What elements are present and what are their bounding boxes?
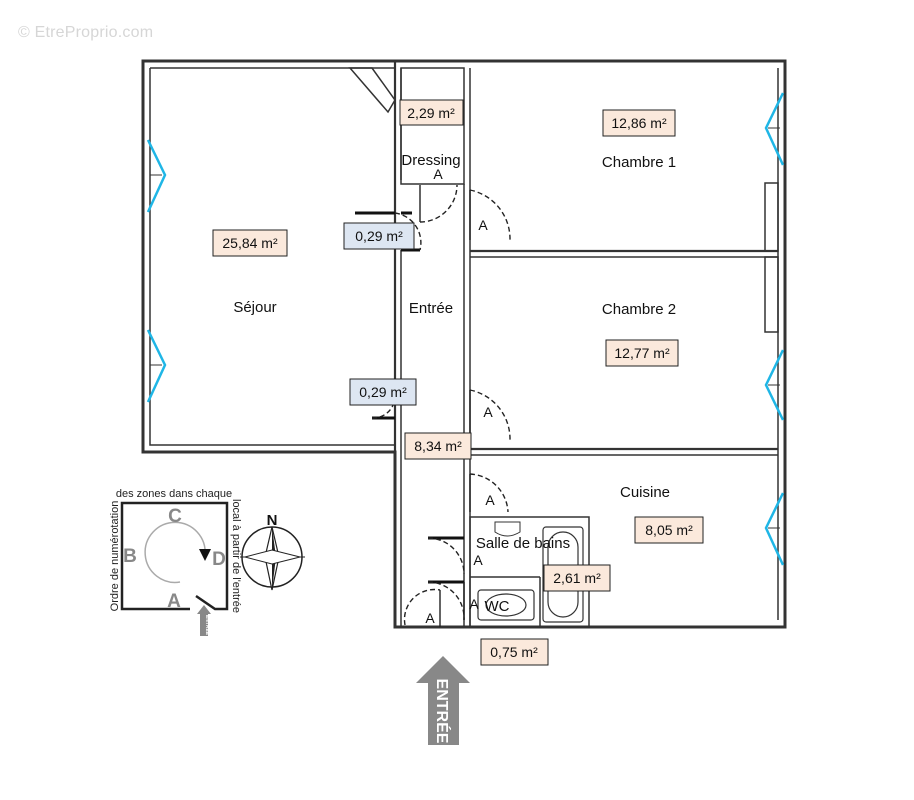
room-label-chambre2: Chambre 2	[602, 301, 676, 318]
window-cuisine	[764, 492, 785, 566]
door-letter-chambre1: A	[478, 217, 488, 233]
area-placard-top: 0,29 m²	[355, 228, 403, 244]
watermark: © EtreProprio.com	[18, 24, 154, 41]
legend-top-text: des zones dans chaque	[116, 488, 232, 500]
room-label-entree: Entrée	[409, 300, 453, 317]
legend-letter-b: B	[123, 546, 137, 567]
window-sejour-2	[146, 329, 167, 403]
door-letter-wc: A	[469, 596, 479, 612]
room-label-salle-de-bains: Salle de bains	[476, 535, 570, 552]
area-sejour: 25,84 m²	[222, 235, 278, 251]
area-box-chambre2: 12,77 m²	[605, 339, 679, 367]
entrance-arrow-text: ENTRÉE	[433, 679, 452, 744]
area-dressing: 2,29 m²	[407, 105, 455, 121]
legend-right-text: local à partir de l'entrée	[230, 499, 242, 613]
compass: N	[240, 512, 305, 591]
window-chambre2	[764, 349, 785, 421]
windows	[146, 92, 785, 566]
area-salle-de-bains: 2,61 m²	[553, 570, 601, 586]
legend-left-text: Ordre de numérotation	[109, 501, 121, 612]
sink	[494, 521, 521, 537]
area-chambre2: 12,77 m²	[614, 345, 670, 361]
window-chambre1	[764, 92, 785, 166]
legend-letter-a: A	[167, 591, 181, 612]
area-box-cuisine: 8,05 m²	[634, 516, 704, 544]
area-box-sejour: 25,84 m²	[212, 229, 288, 257]
room-label-wc: WC	[485, 598, 510, 615]
area-wc: 0,75 m²	[490, 644, 538, 660]
door-letter-dressing: A	[433, 166, 443, 182]
outer-wall	[141, 59, 787, 629]
doors	[371, 184, 511, 627]
door-letter-cuisine: A	[485, 492, 495, 508]
toilet	[477, 589, 535, 621]
door-letter-salle-de-bains: A	[473, 552, 483, 568]
room-label-cuisine: Cuisine	[620, 484, 670, 501]
door-letter-chambre2: A	[483, 404, 493, 420]
sejour-corner-diagonal	[348, 67, 396, 114]
area-box-placard-bottom: 0,29 m²	[349, 378, 417, 406]
room-label-sejour: Séjour	[233, 299, 276, 316]
area-box-entree: 8,34 m²	[404, 432, 472, 460]
legend-entry-arrow-text: ENTRÉE	[204, 615, 212, 636]
area-box-wc: 0,75 m²	[480, 638, 549, 666]
room-label-dressing: Dressing	[401, 152, 460, 169]
room-label-chambre1: Chambre 1	[602, 154, 676, 171]
walls	[141, 59, 787, 629]
area-cuisine: 8,05 m²	[645, 522, 693, 538]
numbering-legend: A B C D des zones dans chaque Ordre de n…	[109, 488, 242, 636]
duct-box-2	[764, 256, 779, 333]
entrance-arrow: ENTRÉE	[416, 656, 470, 745]
area-box-salle-de-bains: 2,61 m²	[543, 564, 611, 592]
area-box-placard-top: 0,29 m²	[343, 222, 415, 250]
window-sejour-1	[146, 139, 167, 213]
legend-rotation-arc	[144, 521, 206, 584]
legend-rotation-arrowhead	[199, 549, 211, 561]
area-box-chambre1: 12,86 m²	[602, 109, 676, 137]
legend-letter-d: D	[212, 549, 226, 570]
door-letter-entree: A	[425, 610, 435, 626]
area-box-dressing: 2,29 m²	[399, 99, 464, 126]
area-chambre1: 12,86 m²	[611, 115, 667, 131]
window-ticks	[150, 127, 780, 529]
compass-north-letter: N	[267, 512, 278, 529]
dressing-walls	[400, 67, 465, 185]
duct-box-1	[764, 182, 779, 252]
area-placard-bottom: 0,29 m²	[359, 384, 407, 400]
legend-room-outline	[120, 501, 229, 611]
legend-entry-arrow	[197, 605, 211, 636]
area-entree: 8,34 m²	[414, 438, 462, 454]
legend-letter-c: C	[168, 506, 182, 527]
